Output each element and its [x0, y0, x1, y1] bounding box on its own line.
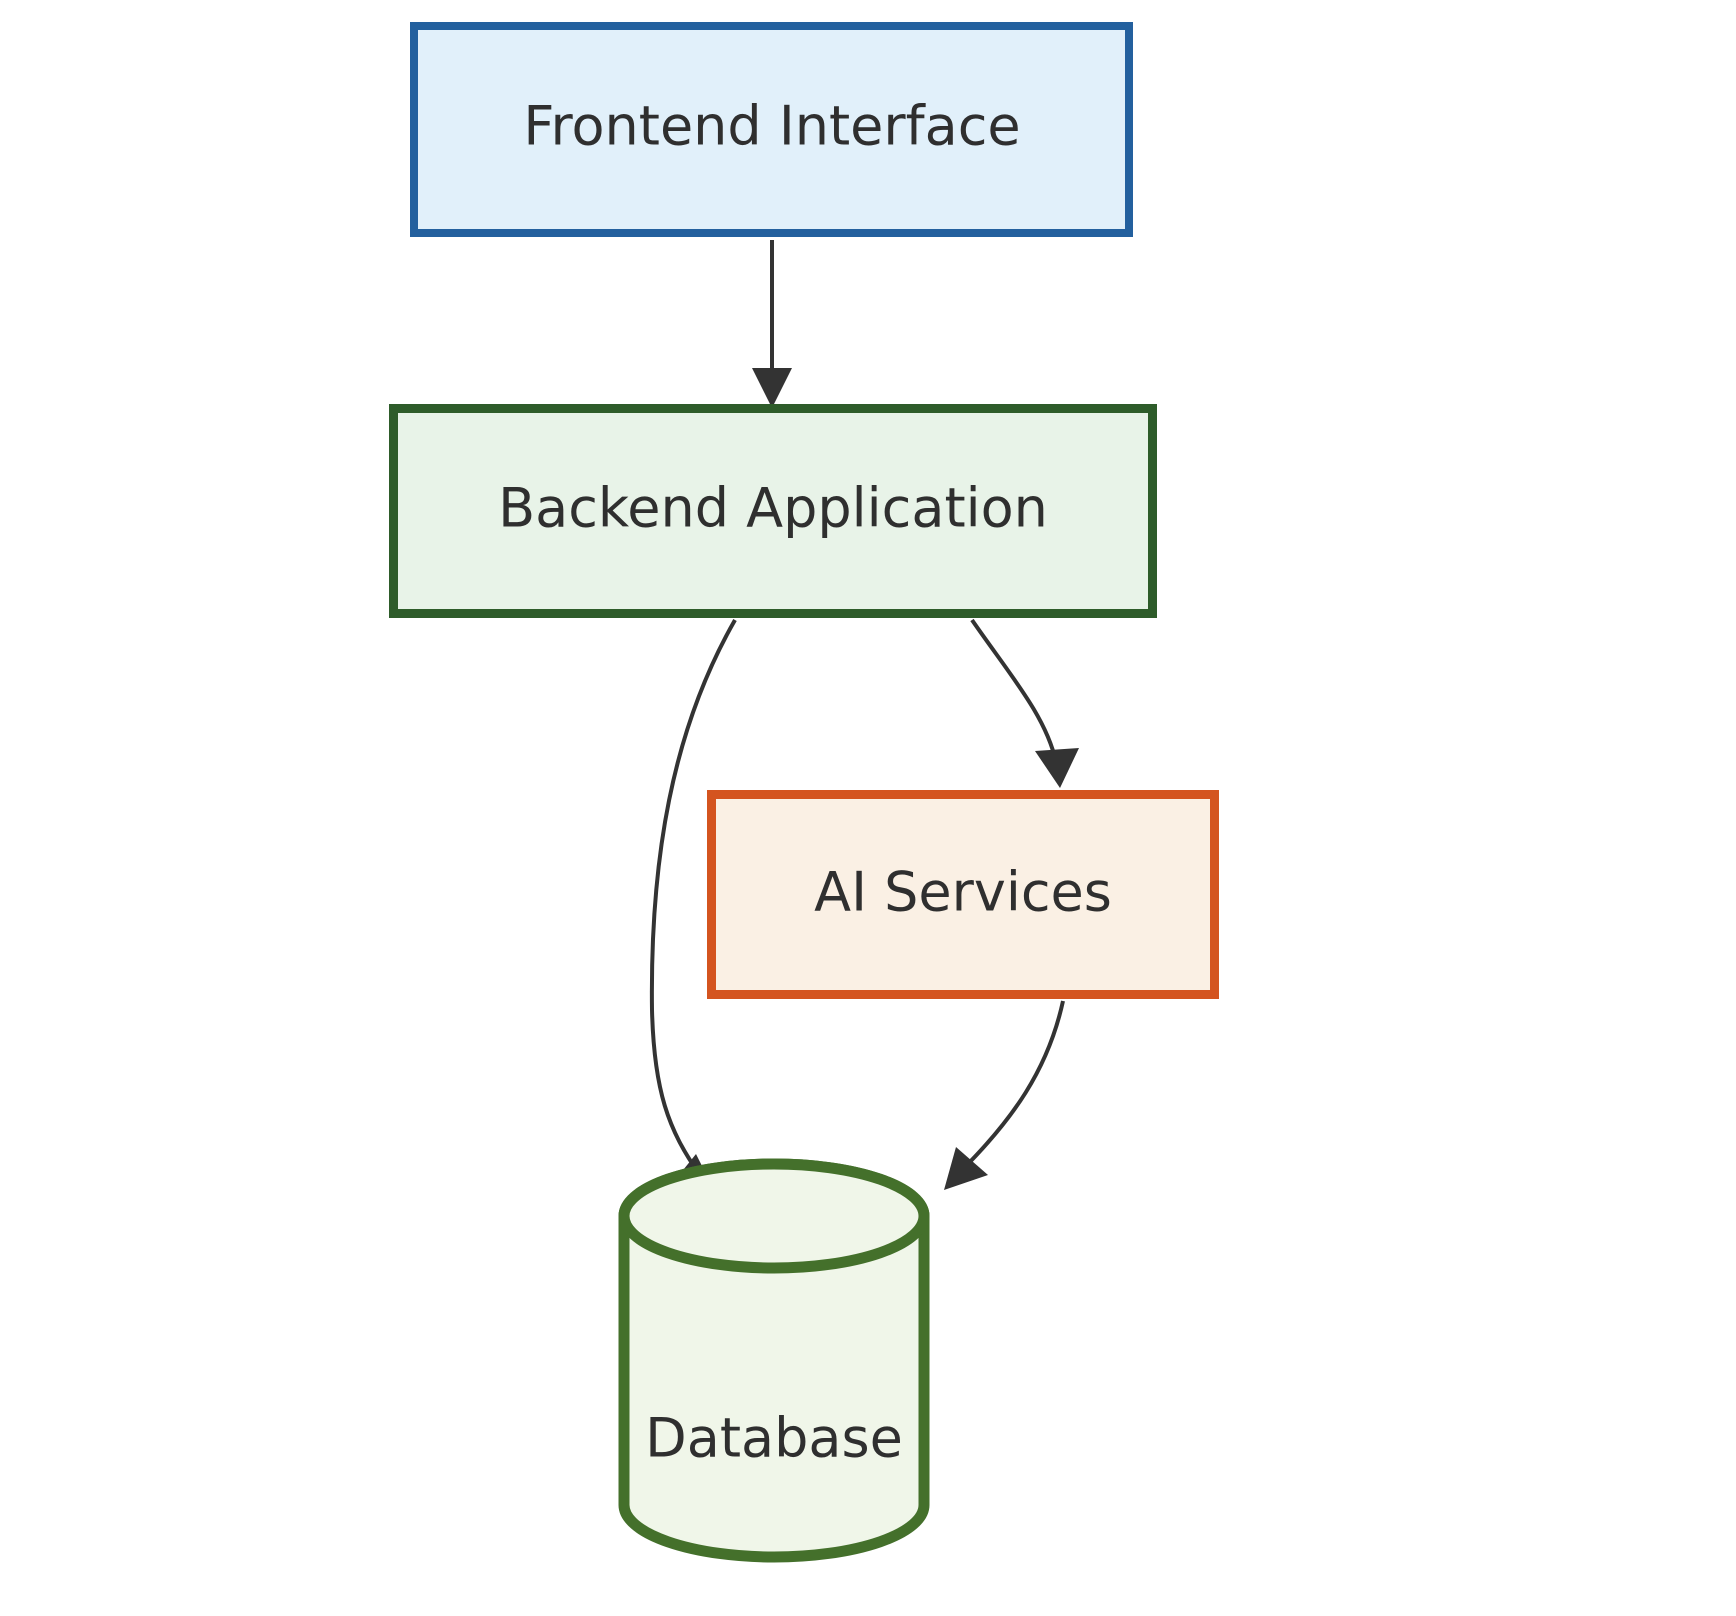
edge-line — [649, 619, 737, 1177]
node-frontend-shape — [410, 22, 1133, 237]
edge-frontend-to-backend — [752, 240, 792, 408]
edge-ai-to-database — [944, 1000, 1065, 1190]
node-backend-application[interactable]: Backend Application — [389, 404, 1157, 618]
node-backend-shape — [389, 404, 1157, 618]
edge-line — [970, 618, 1058, 763]
node-frontend-label: Frontend Interface — [523, 95, 1020, 158]
arrowhead-icon — [944, 1147, 988, 1190]
node-ai-services[interactable]: AI Services — [707, 790, 1219, 999]
node-frontend-interface[interactable]: Frontend Interface — [410, 22, 1133, 237]
node-ai-label: AI Services — [814, 861, 1112, 924]
arrowhead-icon — [1035, 748, 1079, 788]
edge-backend-to-ai — [970, 618, 1079, 788]
node-database[interactable]: Database — [618, 1158, 930, 1563]
node-database-top-rim — [618, 1158, 930, 1274]
edge-line — [960, 1000, 1065, 1172]
arrowhead-icon — [752, 368, 792, 408]
node-ai-shape — [707, 790, 1219, 999]
node-database-label: Database — [645, 1407, 903, 1470]
node-backend-label: Backend Application — [498, 477, 1048, 540]
